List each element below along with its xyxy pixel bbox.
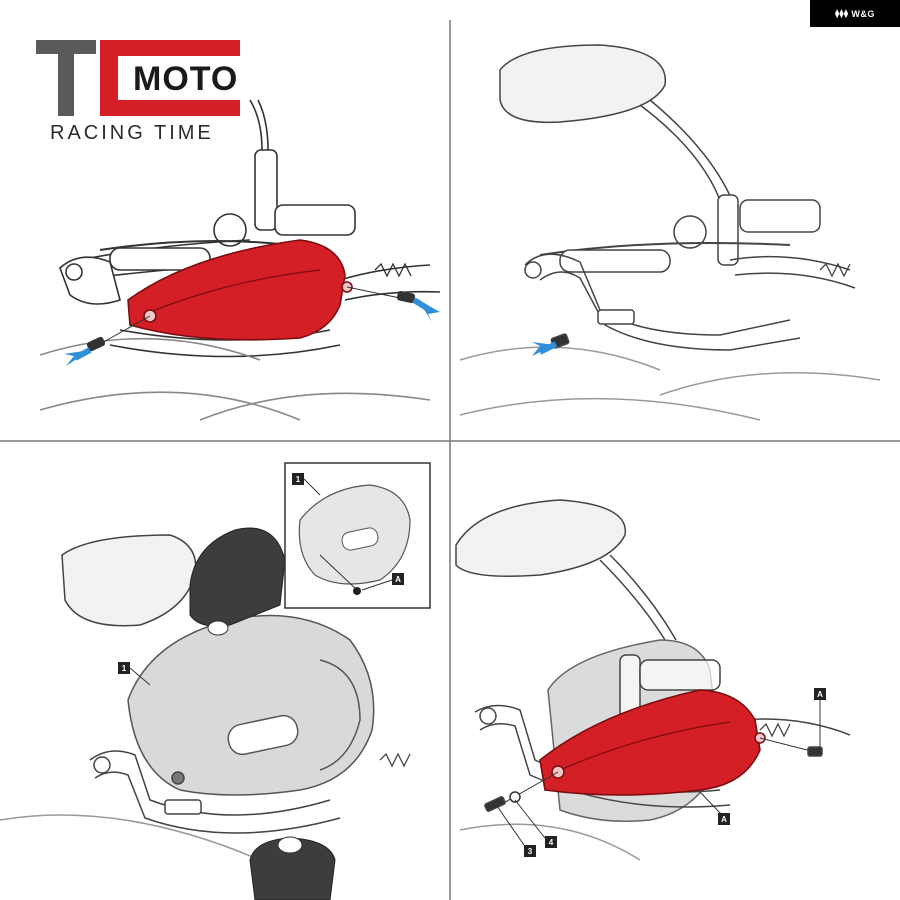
panel-1-remove-handguard (39, 99, 441, 421)
logo-subtitle: RACING TIME (50, 122, 214, 144)
svg-text:A: A (395, 575, 401, 584)
tag-washer-4: 4 (545, 836, 557, 848)
panel-3-fit-handguard (0, 534, 411, 861)
tc-logo (36, 40, 240, 116)
gray-handguard-part (127, 614, 375, 796)
brand-badge-text: W&G (851, 8, 875, 19)
tag-washer-3: 3 (524, 845, 536, 857)
tag-part-1: 1 (118, 662, 151, 686)
brand-mark-icon: ⧫⧫⧫ (835, 9, 849, 18)
glove-upper-icon (189, 527, 286, 627)
tag-inset-part-1: 1 (292, 473, 321, 496)
panel-4-install-red-handguard (455, 499, 851, 861)
tag-inset-screw-a: A (361, 573, 404, 591)
brand-badge: ⧫⧫⧫ W&G (810, 0, 900, 27)
logo-moto-text: MOTO (133, 60, 239, 98)
svg-text:A: A (817, 690, 823, 699)
tag-screw-a: A (814, 688, 826, 700)
svg-text:3: 3 (528, 847, 533, 856)
svg-text:A: A (721, 815, 727, 824)
svg-text:4: 4 (549, 838, 554, 847)
panel-2-remove-bracket-screw (459, 44, 881, 421)
tag-part-a: A (718, 813, 730, 825)
svg-text:1: 1 (296, 475, 301, 484)
inset-detail (284, 462, 431, 609)
svg-text:1: 1 (122, 664, 127, 673)
